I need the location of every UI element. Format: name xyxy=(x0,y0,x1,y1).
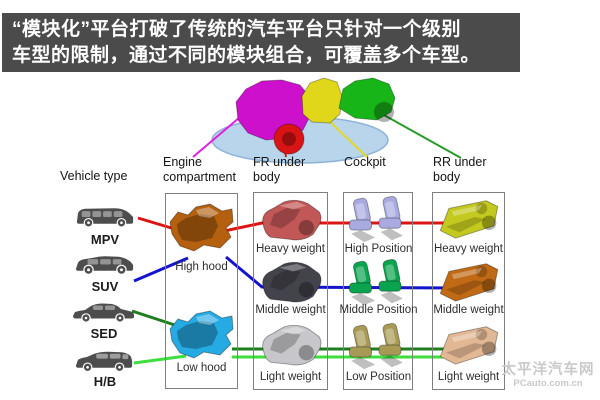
header-fr-under-body: FR under body xyxy=(253,155,306,184)
module-label-cockpit-middle: Middle Position xyxy=(339,304,418,316)
module-cockpit-middle xyxy=(346,258,410,306)
module-cockpit-low xyxy=(346,322,410,370)
vehicle-icon-mpv xyxy=(74,203,136,229)
module-label-rr-light: Light weight xyxy=(437,371,500,383)
diagram-background xyxy=(131,77,468,365)
module-label-cockpit-high: High Position xyxy=(344,243,413,255)
module-label-fr-heavy: Heavy weight xyxy=(255,243,326,255)
module-label-rr-heavy: Heavy weight xyxy=(433,243,504,255)
chassis-front-wheel-hub xyxy=(282,132,296,146)
module-rr-heavy xyxy=(436,196,502,242)
module-rr-light xyxy=(436,322,502,368)
headline-line-1: “模块化”平台打破了传统的汽车平台只针对一个级别 xyxy=(12,19,462,40)
fr-under-body-box xyxy=(253,192,328,390)
watermark-site-url: PCauto.com.cn xyxy=(513,377,583,389)
chassis-cockpit-module xyxy=(301,77,343,124)
watermark: 太平洋汽车网 PCauto.com.cn xyxy=(497,362,599,389)
vehicle-icon-sed xyxy=(72,299,136,325)
modular-platform-diagram: Vehicle type Engine compartment FR under… xyxy=(0,72,600,400)
module-rr-middle xyxy=(436,259,502,305)
module-label-fr-light: Light weight xyxy=(259,371,322,383)
chassis-rear-wheel xyxy=(374,102,394,122)
chassis-rr-module xyxy=(338,77,396,121)
connection-line-suv xyxy=(133,256,189,283)
vehicle-label-suv: SUV xyxy=(91,279,119,294)
header-cockpit: Cockpit xyxy=(344,155,386,169)
vehicle-label-hb: H/B xyxy=(93,374,117,389)
watermark-site-name: 太平洋汽车网 xyxy=(501,362,595,378)
engine-compartment-box xyxy=(165,193,238,389)
module-cockpit-high xyxy=(346,195,410,243)
module-label-cockpit-low: Low Position xyxy=(345,371,412,383)
chassis-front-wheel xyxy=(273,123,305,155)
module-low-hood xyxy=(166,309,236,361)
connection-line-hb xyxy=(133,354,187,365)
header-engine-compartment: Engine compartment xyxy=(163,155,236,184)
vehicle-icon-hb xyxy=(74,348,136,374)
module-label-high-hood: High hood xyxy=(175,261,228,273)
module-high-hood xyxy=(166,202,236,254)
module-fr-light xyxy=(258,323,324,369)
pointer-line-engine xyxy=(192,111,247,158)
module-fr-middle xyxy=(258,260,324,306)
headline-banner: “模块化”平台打破了传统的汽车平台只针对一个级别 车型的限制，通过不同的模块组合… xyxy=(2,13,520,72)
module-label-fr-middle: Middle weight xyxy=(255,304,326,316)
module-label-low-hood: Low hood xyxy=(176,362,227,374)
rr-under-body-box xyxy=(432,192,505,390)
module-label-rr-middle: Middle weight xyxy=(433,304,504,316)
headline-line-2: 车型的限制，通过不同的模块组合，可覆盖多个车型。 xyxy=(12,45,481,66)
header-rr-under-body: RR under body xyxy=(433,155,487,184)
header-vehicle-type: Vehicle type xyxy=(60,169,128,183)
vehicle-label-sed: SED xyxy=(90,326,118,341)
vehicle-label-mpv: MPV xyxy=(90,232,120,247)
vehicle-icon-suv xyxy=(74,251,136,277)
module-fr-heavy xyxy=(258,198,324,244)
cockpit-box xyxy=(343,192,413,390)
